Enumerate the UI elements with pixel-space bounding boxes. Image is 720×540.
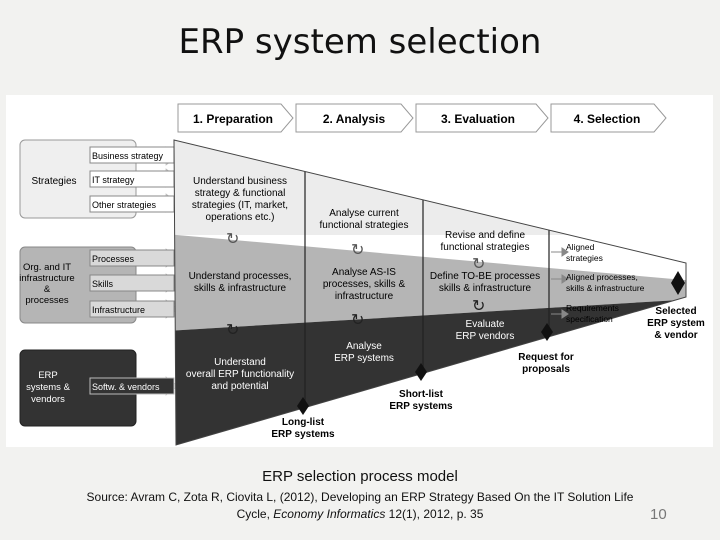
milestone-long-list-label: Long-list	[282, 417, 325, 428]
source-line-2-prefix: Cycle,	[236, 507, 274, 521]
phase-label-analysis: 2. Analysis	[323, 112, 386, 126]
activity-text: strategy & functional	[195, 188, 286, 199]
milestones	[297, 271, 685, 415]
activity-text: and potential	[211, 381, 268, 392]
activity-text: Understand processes,	[189, 271, 292, 282]
cycle-icon: ↻	[226, 322, 239, 339]
milestone-selected-label: Selected	[655, 306, 696, 317]
erp-selection-diagram: 1. Preparation 2. Analysis 3. Evaluation…	[6, 95, 713, 447]
cycle-icon: ↻	[472, 298, 485, 315]
item-business-strategy-label: Business strategy	[92, 151, 164, 161]
milestone-diamond-selected	[671, 271, 685, 295]
output-text: skills & infrastructure	[566, 283, 645, 293]
left-group-erp-vendors: ERP systems & vendors Softw. & vendors	[19, 349, 175, 427]
activity-text: Analyse	[346, 341, 382, 352]
milestone-rfp-label: proposals	[522, 364, 570, 375]
cycle-icons: ↻ ↻ ↻ ↻ ↻ ↻	[226, 231, 485, 339]
output-text: strategies	[566, 253, 603, 263]
left-group-strategies: Strategies Business strategy IT strategy…	[19, 139, 175, 219]
milestone-selected-label: ERP system	[647, 318, 705, 329]
group-label-strategies: Strategies	[31, 176, 76, 187]
output-text: Aligned	[566, 242, 595, 252]
milestone-short-list-label: Short-list	[399, 389, 444, 400]
item-software-vendors-label: Softw. & vendors	[92, 382, 160, 392]
milestone-diamond-short-list	[415, 363, 427, 381]
source-line-1: Source: Avram C, Zota R, Ciovita L, (201…	[86, 490, 634, 504]
activity-text: ERP vendors	[456, 331, 515, 342]
cycle-icon: ↻	[472, 256, 485, 273]
activity-text: Understand business	[193, 176, 287, 187]
source-citation: Source: Avram C, Zota R, Ciovita L, (201…	[20, 489, 700, 523]
activity-text: ERP systems	[334, 353, 394, 364]
activity-text: overall ERP functionality	[186, 369, 294, 380]
item-other-strategies-label: Other strategies	[92, 200, 157, 210]
output-text: specification	[566, 314, 613, 324]
cycle-icon: ↻	[226, 231, 239, 248]
group-label-org-line4: processes	[25, 295, 69, 306]
page-number: 10	[650, 506, 667, 523]
activities-evaluation: Revise and define functional strategies …	[430, 230, 540, 342]
group-label-org-line3: &	[44, 284, 51, 295]
item-skills-label: Skills	[92, 279, 114, 289]
phase-arrow-analysis	[295, 103, 414, 133]
milestone-diamond-long-list	[297, 397, 309, 415]
activity-text: operations etc.)	[206, 212, 275, 223]
group-label-org-line2: infrastructure	[19, 273, 74, 284]
activity-text: functional strategies	[320, 220, 409, 231]
activity-text: skills & infrastructure	[194, 283, 287, 294]
group-label-erp-line1: ERP	[38, 370, 58, 381]
phase-arrow-selection	[550, 103, 667, 133]
item-infrastructure-label: Infrastructure	[92, 305, 145, 315]
activity-text: Analyse current	[329, 208, 399, 219]
phase-arrow-evaluation	[415, 103, 549, 133]
output-arrows	[551, 247, 569, 319]
activity-text: infrastructure	[335, 291, 394, 302]
output-text: Requirements	[566, 303, 619, 313]
milestone-rfp-label: Request for	[518, 352, 574, 363]
phase-label-preparation: 1. Preparation	[193, 112, 273, 126]
slide-title: ERP system selection	[178, 22, 542, 62]
activity-text: functional strategies	[441, 242, 530, 253]
activity-text: skills & infrastructure	[439, 283, 532, 294]
phase-header: 1. Preparation 2. Analysis 3. Evaluation…	[177, 103, 667, 133]
activity-text: Understand	[214, 357, 266, 368]
activity-text: Evaluate	[466, 319, 505, 330]
milestone-long-list-label: ERP systems	[271, 429, 335, 440]
source-line-2-suffix: 12(1), 2012, p. 35	[385, 507, 484, 521]
milestone-short-list-label: ERP systems	[389, 401, 453, 412]
phase-label-evaluation: 3. Evaluation	[441, 112, 515, 126]
source-line-2: Cycle, Economy Informatics 12(1), 2012, …	[20, 506, 700, 523]
group-label-erp-line2: systems &	[26, 382, 70, 393]
group-label-org-line1: Org. and IT	[23, 262, 71, 273]
item-processes-label: Processes	[92, 254, 135, 264]
left-group-org-it: Org. and IT infrastructure & processes P…	[19, 246, 175, 324]
phase-label-selection: 4. Selection	[574, 112, 641, 126]
activity-text: Analyse AS-IS	[332, 267, 396, 278]
milestone-selected-label: & vendor	[654, 330, 697, 341]
source-journal: Economy Informatics	[273, 507, 386, 521]
milestone-diamond-rfp	[541, 323, 553, 341]
activities-analysis: Analyse current functional strategies An…	[320, 208, 409, 364]
output-text: Aligned processes,	[566, 272, 638, 282]
activity-text: Define TO-BE processes	[430, 271, 540, 282]
outputs: Aligned strategies Aligned processes, sk…	[566, 242, 645, 324]
activity-text: strategies (IT, market,	[192, 200, 288, 211]
item-it-strategy-label: IT strategy	[92, 175, 135, 185]
item-skills	[89, 274, 175, 292]
activity-text: processes, skills &	[323, 279, 406, 290]
cycle-icon: ↻	[351, 242, 364, 259]
phase-arrow-preparation	[177, 103, 294, 133]
item-infrastructure	[89, 300, 175, 318]
milestone-labels: Long-list ERP systems Short-list ERP sys…	[271, 306, 705, 440]
activities-preparation: Understand business strategy & functiona…	[186, 176, 294, 392]
figure-caption: ERP selection process model	[262, 468, 458, 485]
item-processes	[89, 249, 175, 267]
item-software-vendors	[89, 377, 175, 395]
group-label-erp-line3: vendors	[31, 394, 65, 405]
activity-text: Revise and define	[445, 230, 525, 241]
cycle-icon: ↻	[351, 312, 364, 329]
